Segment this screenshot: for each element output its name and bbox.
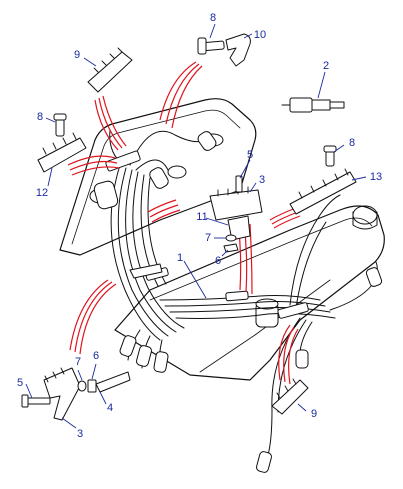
callout-2: 2 — [323, 60, 329, 72]
separator-part-12 — [37, 132, 87, 173]
washer-nut-parts-middle — [223, 234, 239, 253]
separator-part-9-bottom — [271, 378, 309, 415]
callout-13: 13 — [370, 171, 382, 183]
callout-11: 11 — [196, 211, 207, 223]
spark-plug-part-2 — [281, 97, 345, 113]
leader-lines — [25, 23, 367, 429]
separator-part-9-top — [87, 47, 133, 93]
spark-plug-boots — [93, 131, 383, 473]
bolt-part-5-bottom — [21, 394, 51, 408]
callout-10: 10 — [254, 29, 266, 41]
callout-8-right: 8 — [349, 137, 355, 149]
callout-6-bottom: 6 — [93, 350, 99, 362]
clip-part-10 — [225, 33, 251, 67]
bolt-part-8-right — [323, 145, 337, 167]
bolt-part-8-left — [53, 113, 67, 137]
harness-separator-clips — [105, 150, 309, 319]
callout-9-top: 9 — [74, 49, 80, 61]
bolt-part-8-top — [197, 37, 225, 55]
separator-part-13 — [289, 168, 357, 215]
washer-nut-parts-bottom — [77, 379, 97, 393]
bracket-part-3-middle — [209, 175, 263, 241]
callout-3-middle: 3 — [259, 174, 265, 186]
callout-4: 4 — [107, 402, 113, 414]
callout-7-middle: 7 — [205, 232, 211, 244]
callout-5-middle: 5 — [247, 149, 253, 161]
callout-3-bottom: 3 — [77, 428, 83, 440]
callout-12: 12 — [36, 187, 48, 199]
callout-8-top: 8 — [210, 12, 216, 24]
callout-labels: 8 10 9 2 8 8 5 13 3 12 11 7 6 1 7 6 5 4 … — [17, 12, 382, 440]
callout-9-bottom: 9 — [311, 408, 317, 420]
right-rocker-cover — [114, 205, 385, 381]
callout-8-left: 8 — [37, 111, 43, 123]
callout-6-middle: 6 — [215, 255, 221, 267]
callout-5-bottom: 5 — [17, 377, 23, 389]
callout-1: 1 — [177, 252, 183, 264]
bracket-part-3-bottom — [43, 367, 81, 421]
highlight-lines — [67, 61, 301, 385]
bracket-part-4 — [95, 371, 131, 393]
callout-7-bottom: 7 — [75, 356, 81, 368]
harness-bracket-part-1 — [129, 263, 163, 279]
